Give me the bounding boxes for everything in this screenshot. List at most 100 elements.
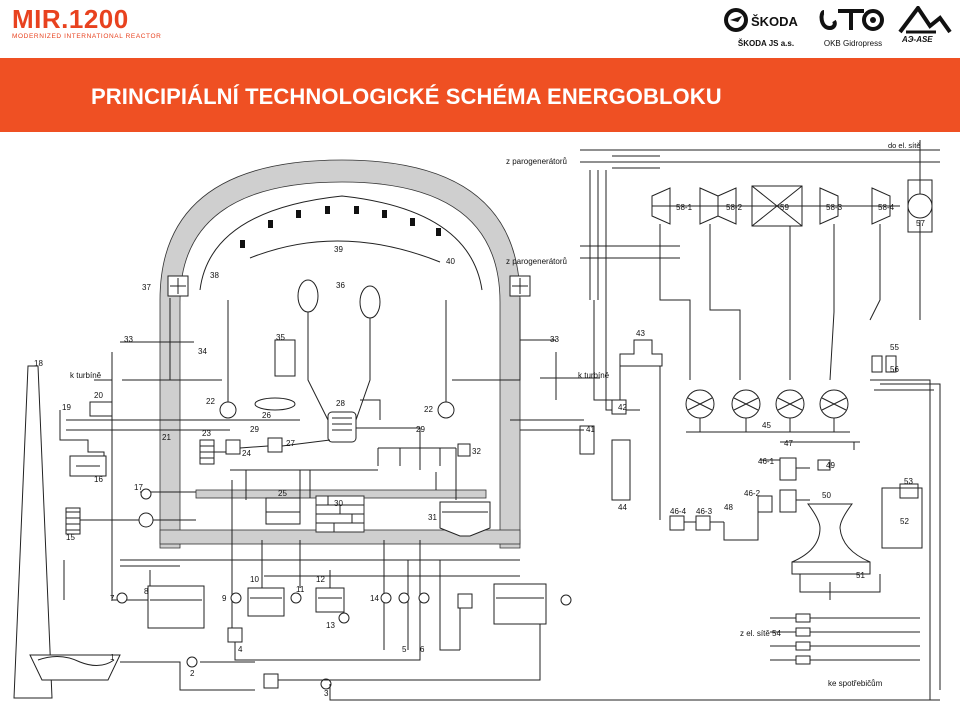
heat-exchanger-4 [227,627,243,643]
label-ke-spotrebicum: ke spotřebičům [828,679,883,688]
cooling-pond-1 [29,654,121,681]
num-40: 40 [446,257,455,266]
pressurizer [274,339,296,377]
heater-32 [457,443,471,457]
pump-3 [320,678,332,690]
tank-49 [817,459,831,471]
fan-15 [138,512,154,528]
heat-exchanger-low [263,673,279,689]
skoda-logo: ŠKODA ŠKODA JS a.s. [722,6,810,48]
ase-logo: AЭ-ASE [896,4,954,49]
turbine-island [510,140,941,700]
ase-emblem-icon: AЭ-ASE [898,4,952,44]
num-14: 14 [370,594,379,603]
num-22-left: 22 [206,397,215,406]
num-34: 34 [198,347,207,356]
num-46-3: 46-3 [696,507,713,516]
num-2: 2 [190,669,195,678]
num-28: 28 [336,399,345,408]
num-10: 10 [250,575,259,584]
concrete-block [315,495,365,533]
num-15: 15 [66,533,75,542]
stack-18 [13,365,53,699]
steam-generator-26 [254,397,296,411]
num-6: 6 [420,645,425,654]
num-25: 25 [278,489,287,498]
pump-right [560,594,572,606]
heater-46-4 [669,515,685,531]
num-47: 47 [784,439,793,448]
num-41: 41 [586,425,595,434]
num-33-right: 33 [550,335,559,344]
num-51: 51 [856,571,865,580]
num-46-1: 46-1 [758,457,775,466]
heater-46-1 [779,457,797,481]
label-do-el-site: do el. sítě [888,141,921,150]
num-4: 4 [238,645,243,654]
label-z-parogeneratoru-top: z parogenerátorů [506,157,567,166]
num-11: 11 [296,585,305,594]
num-16: 16 [94,475,103,484]
num-55: 55 [890,343,899,352]
cooler-27 [267,437,283,453]
logo-subtitle: MODERNIZED INTERNATIONAL REACTOR [12,33,162,40]
turbine-train [651,179,933,233]
num-22-right: 22 [424,405,433,414]
logo-number: 1200 [68,4,129,34]
cooler-24 [225,439,241,455]
gidropress-emblem-icon [819,9,884,31]
heat-exchanger-6 [457,593,473,609]
pump-22-left [219,401,237,419]
containment-building [159,159,521,549]
diagram-labels: z parogenerátorů z parogenerátorů do el.… [70,141,921,688]
num-3: 3 [324,689,329,698]
gidropress-logo: OKB Gidropress [818,6,888,48]
num-43: 43 [636,329,645,338]
title-banner [0,58,960,132]
condensers-45 [685,389,850,433]
pump-7 [116,592,128,604]
num-49: 49 [826,461,835,470]
num-13: 13 [326,621,335,630]
hydroaccumulator-right [359,285,381,319]
cooling-tower-50 [791,503,871,563]
header: MIR.1200 MODERNIZED INTERNATIONAL REACTO… [0,0,960,58]
pump-17 [140,488,152,500]
tank-storage [493,583,547,625]
filter-15 [65,507,81,535]
num-45: 45 [762,421,771,430]
num-38: 38 [210,271,219,280]
pump-13 [338,612,350,624]
pump-14 [380,592,392,604]
num-18: 18 [34,359,43,368]
reactor-internals [66,275,531,520]
num-58-3: 58-3 [826,203,843,212]
num-42: 42 [618,403,627,412]
num-33-left: 33 [124,335,133,344]
num-7: 7 [110,594,115,603]
num-44: 44 [618,503,627,512]
num-58-2: 58-2 [726,203,743,212]
num-56: 56 [890,365,899,374]
sump-31 [439,501,491,537]
hydroaccumulator-left [297,279,319,313]
num-27: 27 [286,439,295,448]
heater-42 [611,399,627,415]
skoda-emblem-icon: ŠKODA [724,8,799,32]
generator-57 [907,193,933,219]
tank-25 [265,497,301,525]
num-59: 59 [780,203,789,212]
reactor-vessel [327,411,357,443]
label-k-turbine-right: k turbíně [578,371,610,380]
heater-46-2 [779,489,797,513]
num-29-right: 29 [416,425,425,434]
pump-9 [230,592,242,604]
num-24: 24 [242,449,251,458]
label-z-el-site: z el. sítě [740,629,770,638]
deaerator-43 [619,339,663,367]
num-54: 54 [772,629,781,638]
num-8: 8 [144,587,149,596]
logo-main: MIR. [12,4,69,34]
num-46-2: 46-2 [744,489,761,498]
heater-41 [579,425,595,455]
